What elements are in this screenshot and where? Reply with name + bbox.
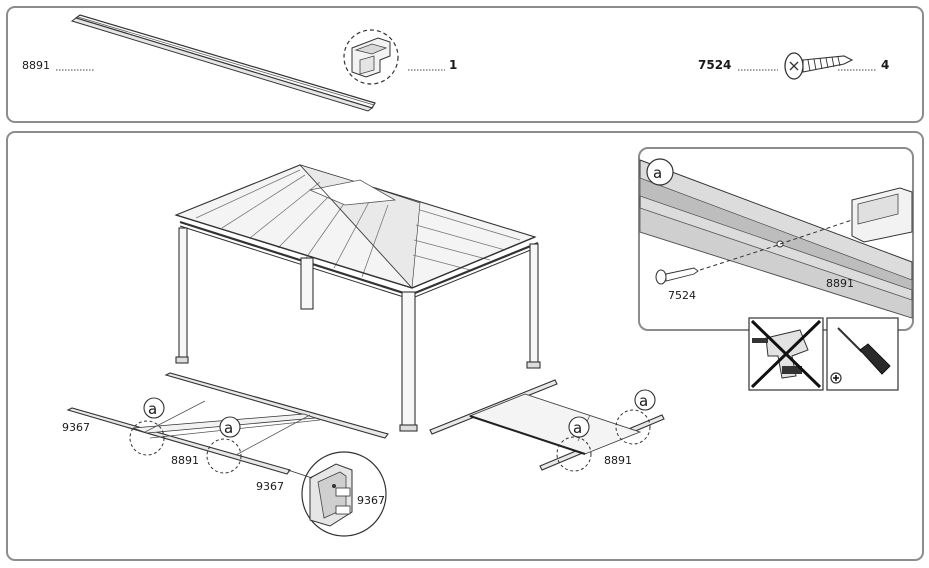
rail-part-code: 8891	[22, 59, 50, 72]
rail-part-illustration	[70, 14, 376, 112]
callout-a-left-2: a	[206, 416, 242, 474]
svg-text:a: a	[224, 419, 233, 437]
svg-text:a: a	[148, 400, 157, 418]
callout-a-left-1: a	[129, 397, 165, 456]
left-frame-inner-code: 8891	[171, 454, 199, 467]
parts-list-panel	[6, 6, 924, 123]
right-frame-code: 8891	[604, 454, 632, 467]
svg-text:a: a	[653, 164, 662, 182]
detail-a-screw-code: 7524	[668, 289, 696, 302]
detail-a-panel: a	[638, 147, 914, 331]
connector-detail-code: 9367	[357, 494, 385, 507]
drill-forbidden-icon	[748, 317, 824, 391]
parts-list-art: 8891 1 7524 4	[22, 14, 889, 112]
rail-part-qty: 1	[449, 58, 457, 72]
screw-part-code: 7524	[698, 58, 731, 72]
screwdriver-icon	[826, 317, 899, 391]
detail-a-rail-code: 8891	[826, 277, 854, 290]
screw-part-qty: 4	[881, 58, 889, 72]
rail-profile-detail	[343, 29, 399, 85]
callout-a-right-2: a	[556, 416, 592, 472]
callout-a-right-1: a	[615, 389, 656, 445]
gazebo-illustration	[174, 164, 541, 432]
left-frame-end-code: 9367	[256, 480, 284, 493]
svg-text:a: a	[573, 419, 582, 437]
screw-part-illustration	[784, 52, 854, 80]
left-frame-outer-code: 9367	[62, 421, 90, 434]
connector-detail	[287, 451, 387, 537]
svg-text:a: a	[639, 392, 648, 410]
right-floor-frame	[429, 379, 665, 471]
